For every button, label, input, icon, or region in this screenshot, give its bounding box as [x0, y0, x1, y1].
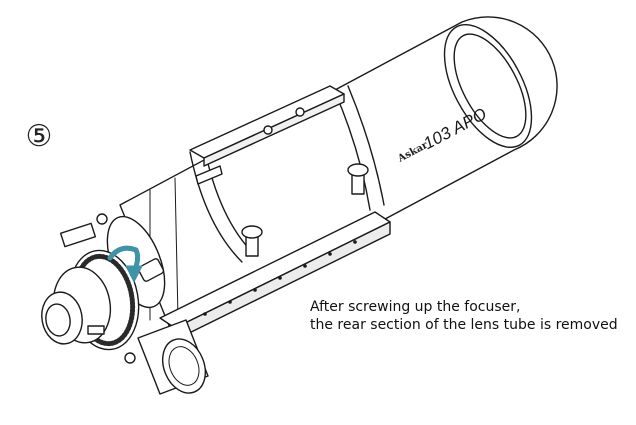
focuser-screw [124, 352, 136, 364]
optical-tube [119, 16, 558, 334]
rail-screw [263, 125, 273, 135]
dovetail-bar [159, 211, 391, 341]
focuser-bracket [59, 222, 97, 248]
step-number: ⑤ [25, 118, 53, 154]
ring-knob [347, 163, 369, 195]
focuser-knob-plate [137, 258, 165, 282]
caption-line-1: After screwing up the focuser, [310, 299, 521, 315]
ring-knob [241, 225, 263, 257]
focuser-lock-screw [87, 325, 105, 335]
rotation-arrow [131, 247, 141, 275]
focuser-screw [96, 213, 108, 225]
instruction-caption: After screwing up the focuser, the rear … [310, 298, 630, 334]
caption-line-2: the rear section of the lens tube is rem… [310, 317, 618, 333]
focus-knob [137, 319, 209, 395]
rail-screw [295, 107, 305, 117]
rail-clamp [195, 165, 223, 185]
rotation-arrow [107, 245, 139, 261]
handle-rail [189, 85, 345, 185]
